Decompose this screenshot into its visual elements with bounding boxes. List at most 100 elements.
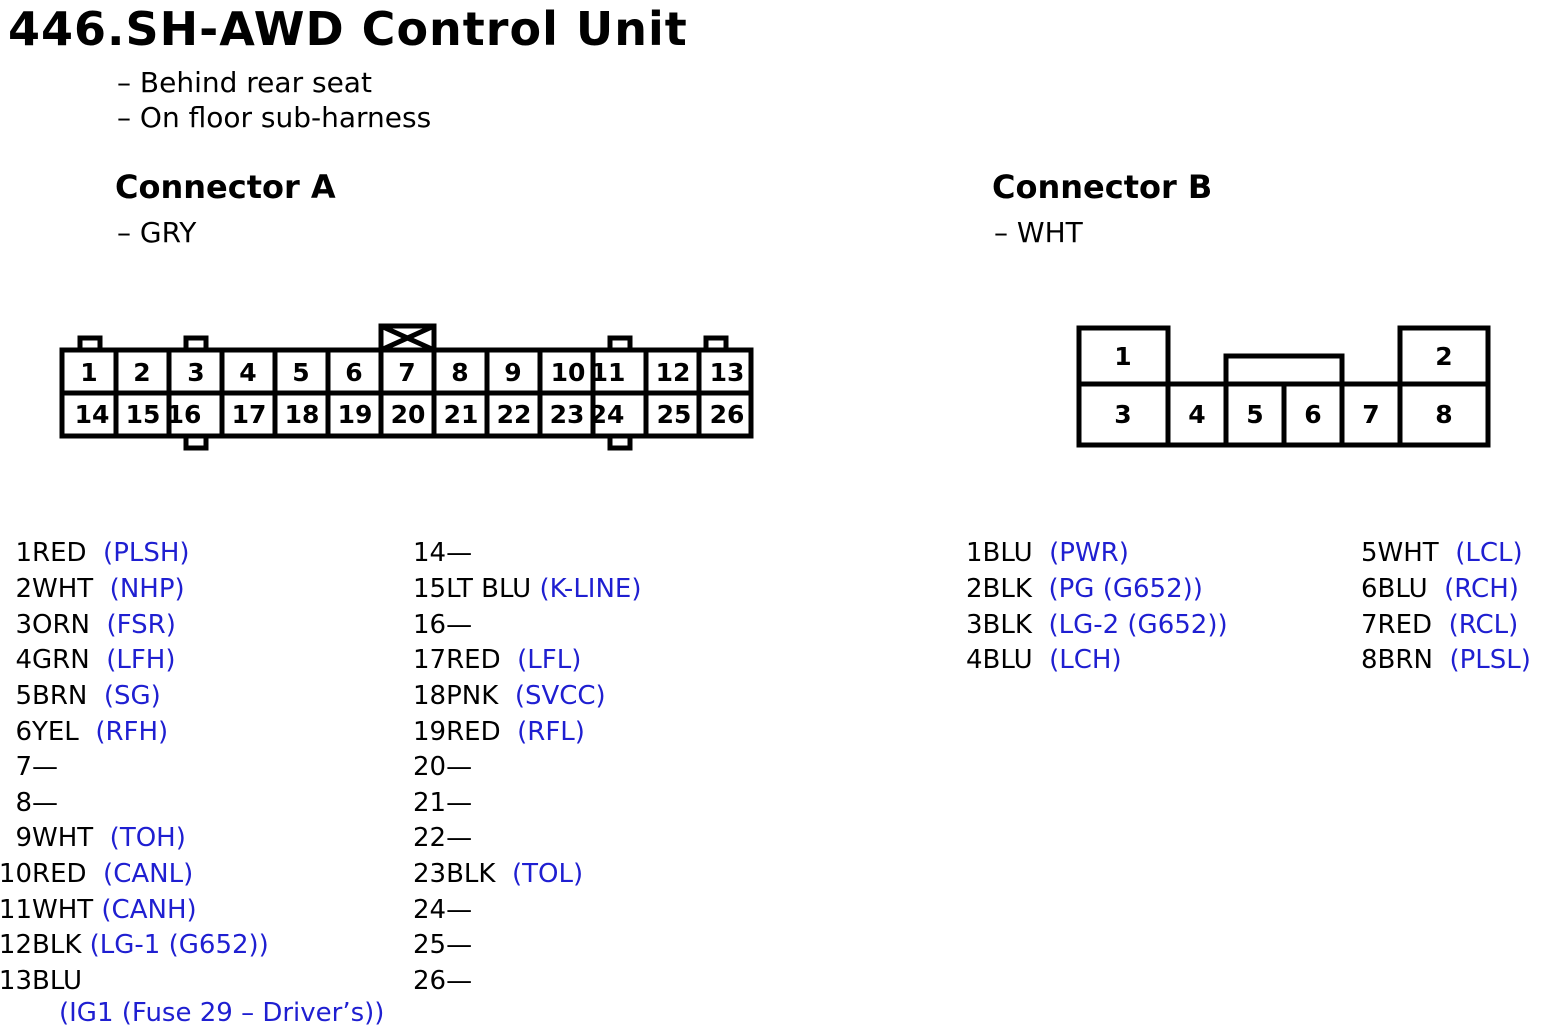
list-item: 15LT BLU (K-LINE) [413,571,642,607]
list-item: 7RED (RCL) [1361,607,1518,643]
list-item: 6BLU (RCH) [1361,571,1519,607]
connector-a-cavity-11: 11 [591,358,626,387]
pin-number: 17 [413,645,447,675]
pin-number: 24 [413,895,447,925]
wire-color: BLU [982,645,1033,675]
wire-color: — [446,610,473,640]
pin-number: 8 [1361,645,1378,675]
list-item: YEL (RFH) [32,714,168,750]
wire-color: RED [446,645,501,675]
wire-color: — [446,966,473,996]
list-item: BRN (SG) [32,678,161,714]
wire-color: BRN [32,681,88,711]
pin-function: (RFH) [95,717,169,747]
list-item: GRN (LFH) [32,642,175,678]
pin-function: (LFH) [106,645,176,675]
connector-a-cavity-7: 7 [398,358,415,387]
connector-a-cavity-3: 3 [187,358,204,387]
wire-color: — [446,895,473,925]
list-item: 23BLK (TOL) [413,856,583,892]
connector-a-cavity-26: 26 [710,400,745,429]
wire-color: WHT [32,895,94,925]
list-item: 21— [413,785,472,821]
pin-function: (LCH) [1049,645,1122,675]
list-item: RED (PLSH) [32,535,190,571]
pin-function: (CANL) [103,859,194,889]
connector-b-color: – WHT [994,216,1083,249]
pin-function: (SVCC) [514,681,606,711]
pin-function: (PLSH) [103,538,190,568]
pin-function: (TOH) [109,823,186,853]
connector-b-cavity-4: 4 [1188,400,1205,429]
connector-a-cavity-22: 22 [497,400,532,429]
wire-color: ORN [32,610,90,640]
list-item: 3BLK (LG-2 (G652)) [966,607,1228,643]
pin-number: 6 [15,717,32,747]
wire-color: WHT [32,823,94,853]
pin-number: 4 [966,645,983,675]
wire-color: — [446,538,473,568]
list-item: WHT (CANH) [32,892,197,928]
pin-function: (K-LINE) [539,574,642,604]
wire-color: LT BLU [446,574,532,604]
pin-number: 14 [413,538,447,568]
connector-b-cavity-8: 8 [1435,400,1452,429]
connector-a-cavity-12: 12 [656,358,691,387]
wire-color: RED [32,859,87,889]
connector-a-cavity-8: 8 [451,358,468,387]
wire-color: WHT [32,574,94,604]
list-item: 1BLU (PWR) [966,535,1129,571]
pin-number: 11 [0,895,32,925]
pin-number: 7 [15,752,32,782]
list-item: 2BLK (PG (G652)) [966,571,1203,607]
wire-color: BLU [32,966,83,996]
pin-number: 1 [966,538,983,568]
wire-color: BRN [1377,645,1433,675]
wire-color: BLU [982,538,1033,568]
pin-number: 3 [966,610,983,640]
pin-number: 5 [15,681,32,711]
connector-a-cavity-18: 18 [285,400,320,429]
pin-number: 22 [413,823,447,853]
list-item: 16— [413,607,472,643]
wire-color: RED [32,538,87,568]
list-item: — [32,785,58,821]
list-item: 17RED (LFL) [413,642,581,678]
pin-number: 5 [1361,538,1378,568]
connector-a-cavity-2: 2 [133,358,150,387]
wire-color: — [446,788,473,818]
pin-number: 16 [413,610,447,640]
pin-function: (LG-1 (G652)) [89,930,269,960]
pin-number: 4 [15,645,32,675]
list-item: WHT (TOH) [32,820,186,856]
connector-a-cavity-23: 23 [550,400,585,429]
connector-a-title: Connector A [115,168,336,206]
list-item: 22— [413,820,472,856]
connector-a-cavity-17: 17 [232,400,267,429]
pin-function: (NHP) [109,574,185,604]
connector-a-cavity-21: 21 [444,400,479,429]
location-line-2: – On floor sub-harness [117,101,432,134]
pin-number: 7 [1361,610,1378,640]
connector-b-cavity-6: 6 [1304,400,1321,429]
list-item: 14— [413,535,472,571]
connector-b-cavity-3: 3 [1114,400,1131,429]
pin-number: 18 [413,681,447,711]
connector-a-cavity-19: 19 [338,400,373,429]
connector-a-diagram: 1 2 3 4 5 6 7 8 9 10 11 12 13 14 15 16 1… [59,323,754,451]
pin-number: 19 [413,717,447,747]
list-item: 18PNK (SVCC) [413,678,606,714]
connector-a-cavity-24: 24 [590,400,625,429]
pin-number: 26 [413,966,447,996]
pin-function: (RCL) [1448,610,1519,640]
pin-function: (PLSL) [1449,645,1531,675]
pin-number: 15 [413,574,447,604]
connector-a-cavity-4: 4 [239,358,256,387]
wire-color: GRN [32,645,90,675]
wire-color: BLU [1377,574,1428,604]
list-item: RED (CANL) [32,856,193,892]
pin-function: (PWR) [1049,538,1129,568]
pin-number: 10 [0,859,32,889]
wire-color: YEL [32,717,79,747]
connector-a-cavity-6: 6 [345,358,362,387]
